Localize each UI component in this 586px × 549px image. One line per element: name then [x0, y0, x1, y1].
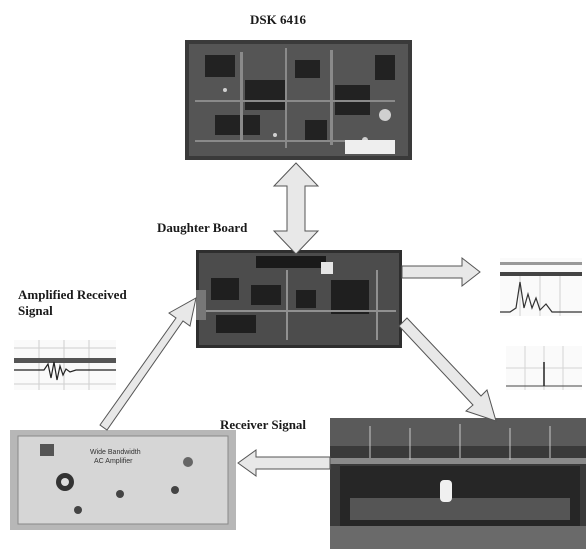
amplifier-to-daughter-arrow — [100, 298, 196, 430]
dsk-daughter-double-arrow — [274, 163, 318, 254]
daughter-to-output-arrow — [402, 258, 480, 286]
daughter-to-receiver-arrow — [399, 318, 496, 421]
receiver-to-amplifier-arrow — [238, 450, 330, 476]
